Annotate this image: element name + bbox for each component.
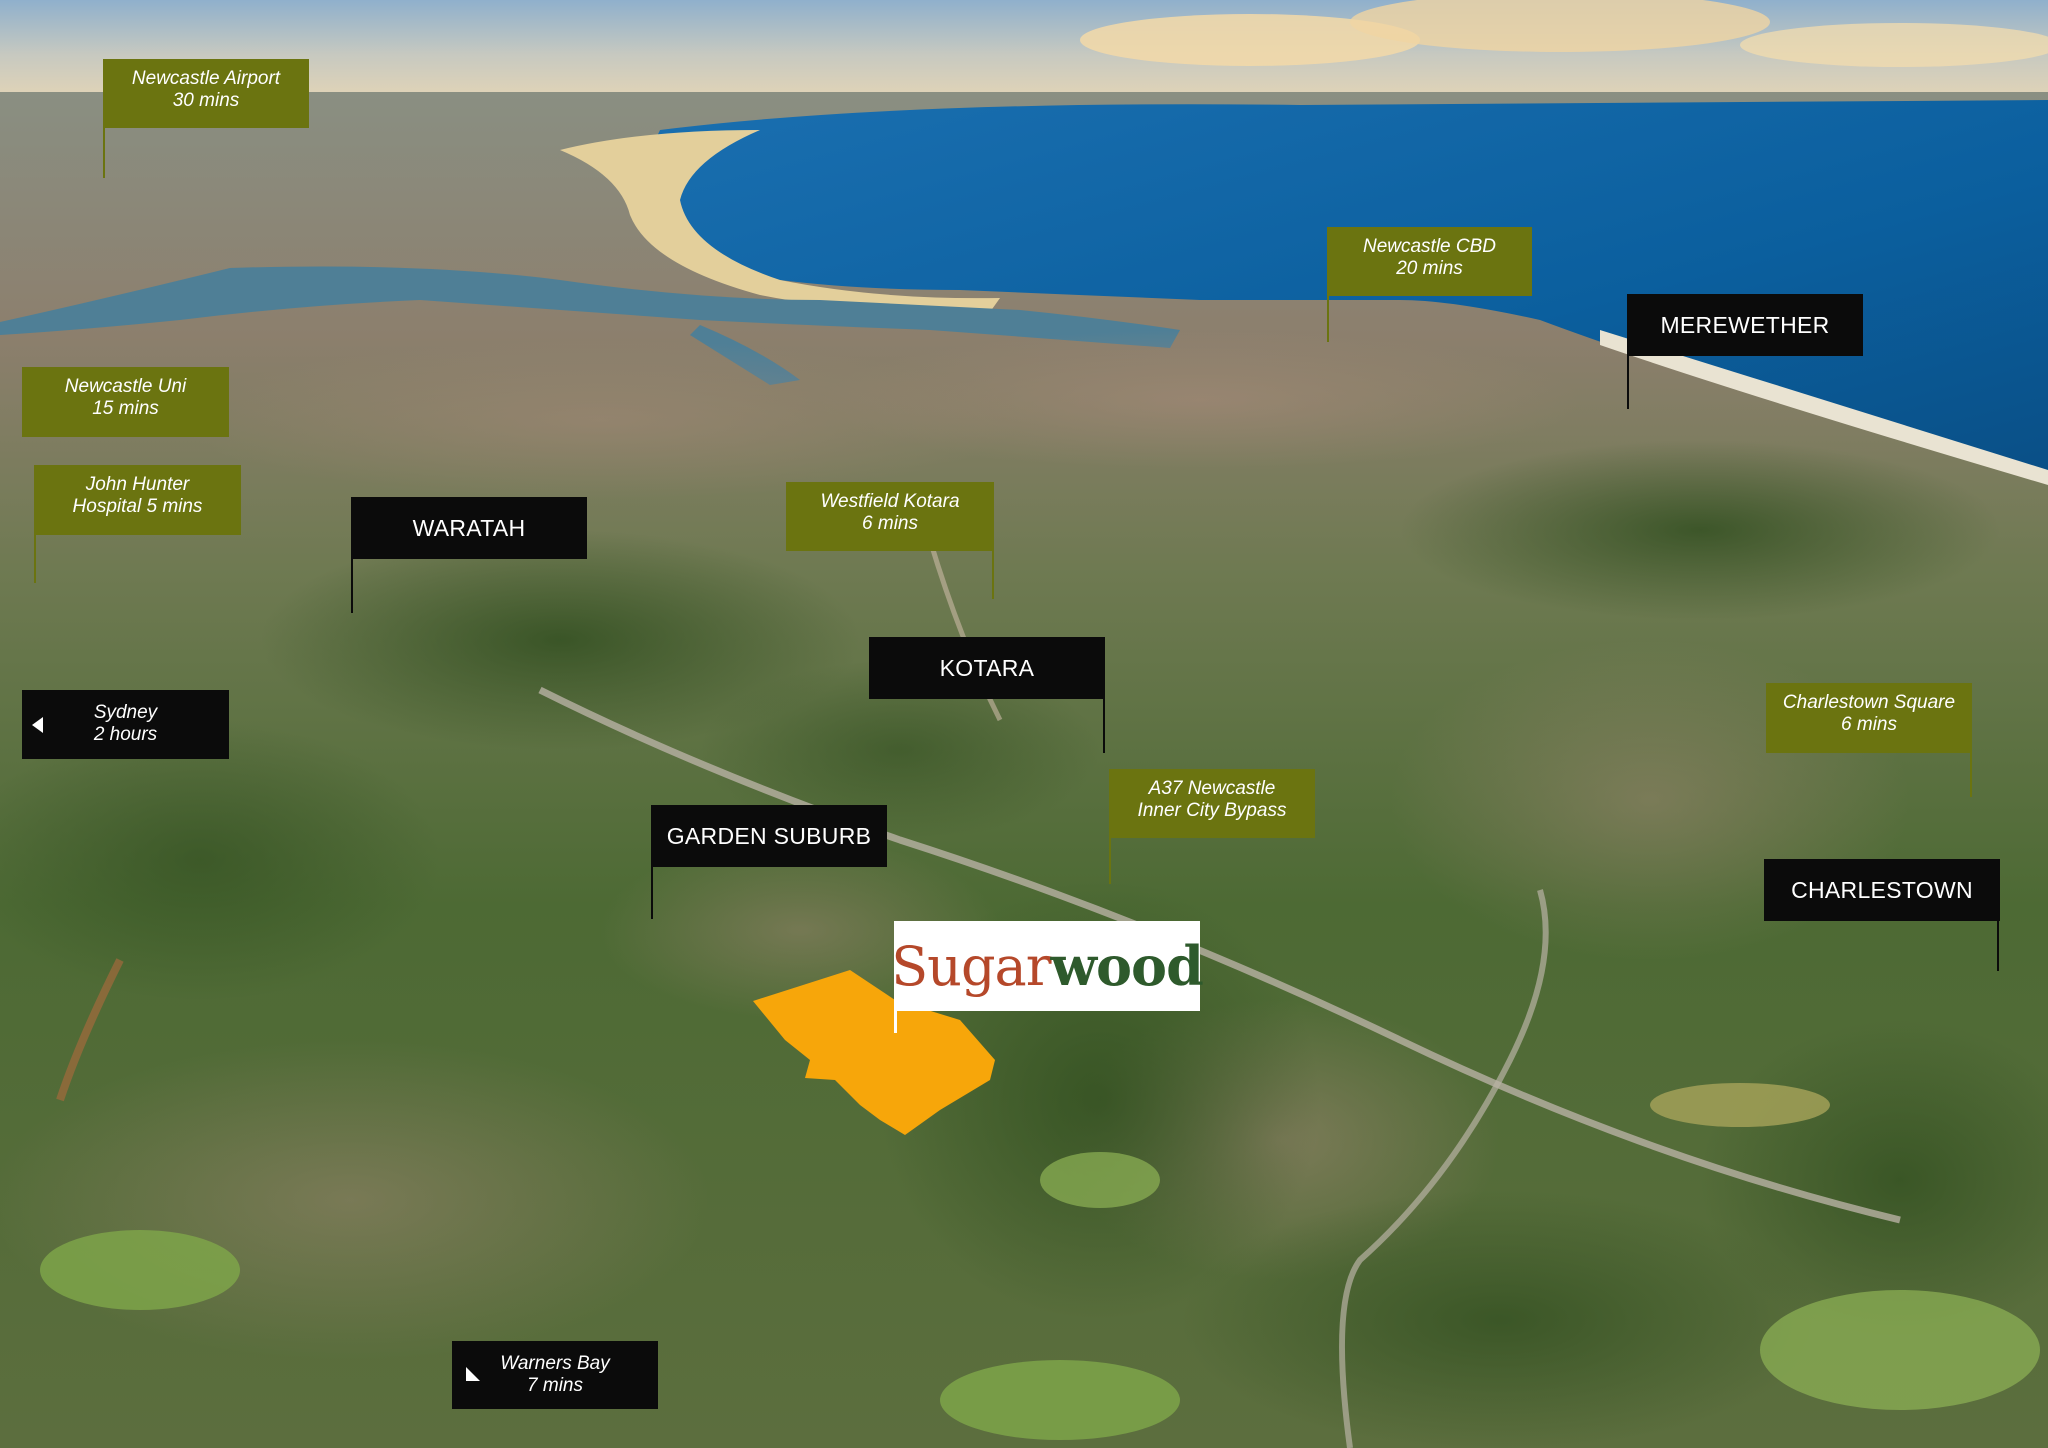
suburb-label-charlestown: CHARLESTOWN <box>1764 859 2000 971</box>
suburb-label-garden-suburb: GARDEN SUBURB <box>651 805 887 919</box>
destination-time: Inner City Bypass <box>1137 800 1287 821</box>
suburb-label-box: CHARLESTOWN <box>1764 859 2000 921</box>
destination-time: 6 mins <box>1841 714 1897 735</box>
brand-text-sugar: Sugar <box>891 934 1051 998</box>
destination-label-box: Newcastle CBD 20 mins <box>1327 227 1532 296</box>
destination-label-westfield-kotara: Westfield Kotara 6 mins <box>786 482 994 599</box>
destination-time: 15 mins <box>92 398 159 419</box>
destination-name: A37 Newcastle <box>1148 778 1276 799</box>
label-pole <box>1103 699 1105 753</box>
suburb-name: KOTARA <box>939 654 1035 681</box>
direction-name: Sydney <box>93 702 158 723</box>
destination-name: Newcastle Uni <box>64 376 187 397</box>
suburb-name: GARDEN SUBURB <box>666 822 872 849</box>
destination-name: Newcastle CBD <box>1362 236 1497 257</box>
destination-name: Charlestown Square <box>1782 692 1956 713</box>
brand-sign-pole <box>894 1011 897 1033</box>
brand-text-wood: wood <box>1050 934 1204 998</box>
label-pole <box>1970 753 1972 797</box>
direction-time: 7 mins <box>527 1375 583 1396</box>
destination-label-charlestown-square: Charlestown Square 6 mins <box>1766 683 1972 797</box>
suburb-label-merewether: MEREWETHER <box>1627 294 1863 409</box>
suburb-label-box: WARATAH <box>351 497 587 559</box>
destination-label-a37-bypass: A37 Newcastle Inner City Bypass <box>1109 769 1315 884</box>
label-pole <box>1109 838 1111 884</box>
destination-time: Hospital 5 mins <box>72 496 203 517</box>
suburb-label-waratah: WARATAH <box>351 497 587 613</box>
destination-label-box: A37 Newcastle Inner City Bypass <box>1109 769 1315 838</box>
suburb-label-box: MEREWETHER <box>1627 294 1863 356</box>
destination-name: Westfield Kotara <box>820 491 960 512</box>
destination-label-box: Charlestown Square 6 mins <box>1766 683 1972 753</box>
direction-label-warners-bay: Warners Bay 7 mins <box>452 1341 658 1409</box>
destination-label-newcastle-uni: Newcastle Uni 15 mins <box>22 367 229 437</box>
direction-time: 2 hours <box>93 724 158 745</box>
label-pole <box>992 551 994 599</box>
destination-time: 30 mins <box>172 90 240 111</box>
destination-time: 6 mins <box>862 513 918 534</box>
label-pole <box>34 535 36 583</box>
label-pole <box>651 867 653 919</box>
destination-label-box: Westfield Kotara 6 mins <box>786 482 994 551</box>
destination-name: John Hunter <box>85 474 190 495</box>
label-pole <box>1627 356 1629 409</box>
suburb-label-kotara: KOTARA <box>869 637 1105 753</box>
destination-time: 20 mins <box>1396 258 1463 279</box>
suburb-name: MEREWETHER <box>1660 311 1830 338</box>
direction-label-sydney: Sydney 2 hours <box>22 690 229 759</box>
label-pole <box>351 559 353 613</box>
destination-label-newcastle-airport: Newcastle Airport 30 mins <box>103 59 309 178</box>
left-triangle-icon <box>32 717 43 733</box>
down-left-triangle-icon <box>466 1367 480 1381</box>
destination-label-box: Newcastle Airport 30 mins <box>103 59 309 128</box>
destination-label-john-hunter: John Hunter Hospital 5 mins <box>34 465 241 583</box>
destination-label-newcastle-cbd: Newcastle CBD 20 mins <box>1327 227 1532 342</box>
label-pole <box>1327 296 1329 342</box>
suburb-label-box: KOTARA <box>869 637 1105 699</box>
direction-label-box: Warners Bay 7 mins <box>452 1341 658 1409</box>
destination-label-box: John Hunter Hospital 5 mins <box>34 465 241 535</box>
destination-label-box: Newcastle Uni 15 mins <box>22 367 229 437</box>
label-pole <box>103 128 105 178</box>
suburb-name: CHARLESTOWN <box>1791 876 1973 903</box>
suburb-label-box: GARDEN SUBURB <box>651 805 887 867</box>
destination-name: Newcastle Airport <box>131 68 281 89</box>
label-pole <box>1997 921 1999 971</box>
direction-name: Warners Bay <box>500 1353 610 1374</box>
direction-label-box: Sydney 2 hours <box>22 690 229 759</box>
suburb-name: WARATAH <box>412 514 526 541</box>
